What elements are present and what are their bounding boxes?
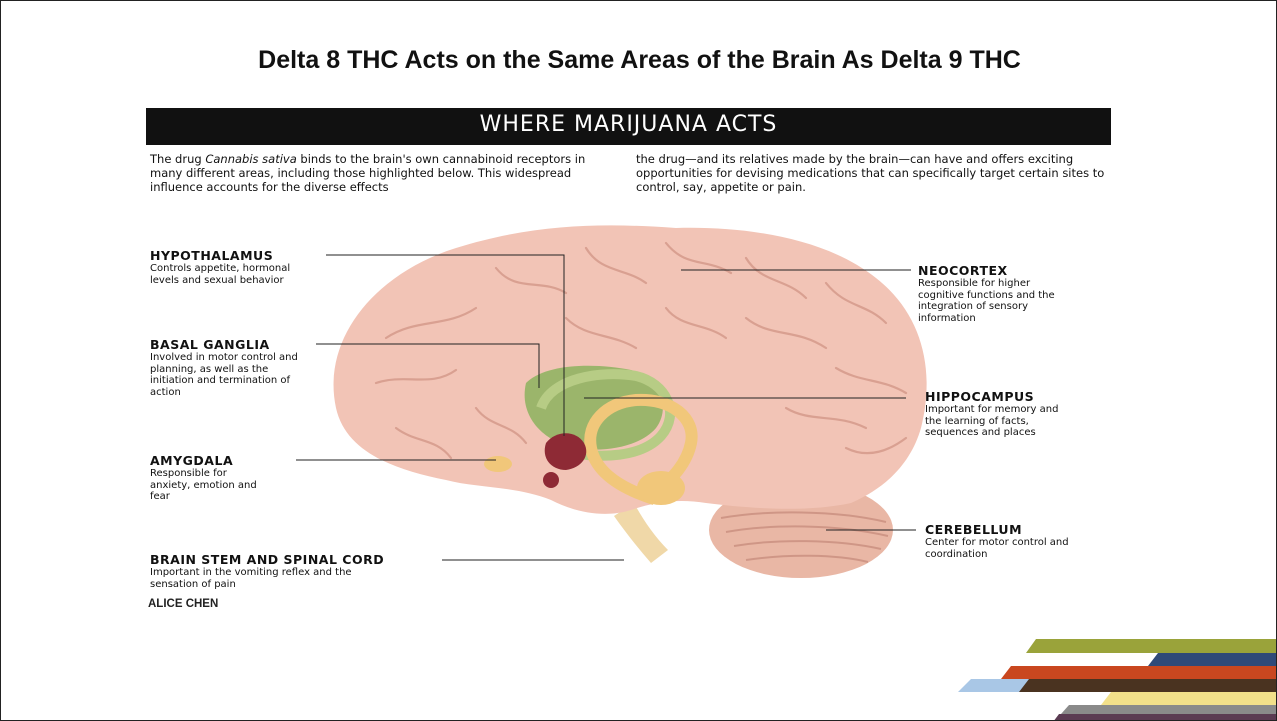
- stripe-yellow: [1101, 692, 1277, 705]
- stripe-navy: [1148, 653, 1277, 666]
- stripe-orange: [1001, 666, 1277, 679]
- stripe-plum: [1053, 714, 1277, 721]
- stripe-gray: [1061, 705, 1277, 714]
- stripe-olive: [1026, 639, 1277, 653]
- stripe-brown: [1019, 679, 1277, 692]
